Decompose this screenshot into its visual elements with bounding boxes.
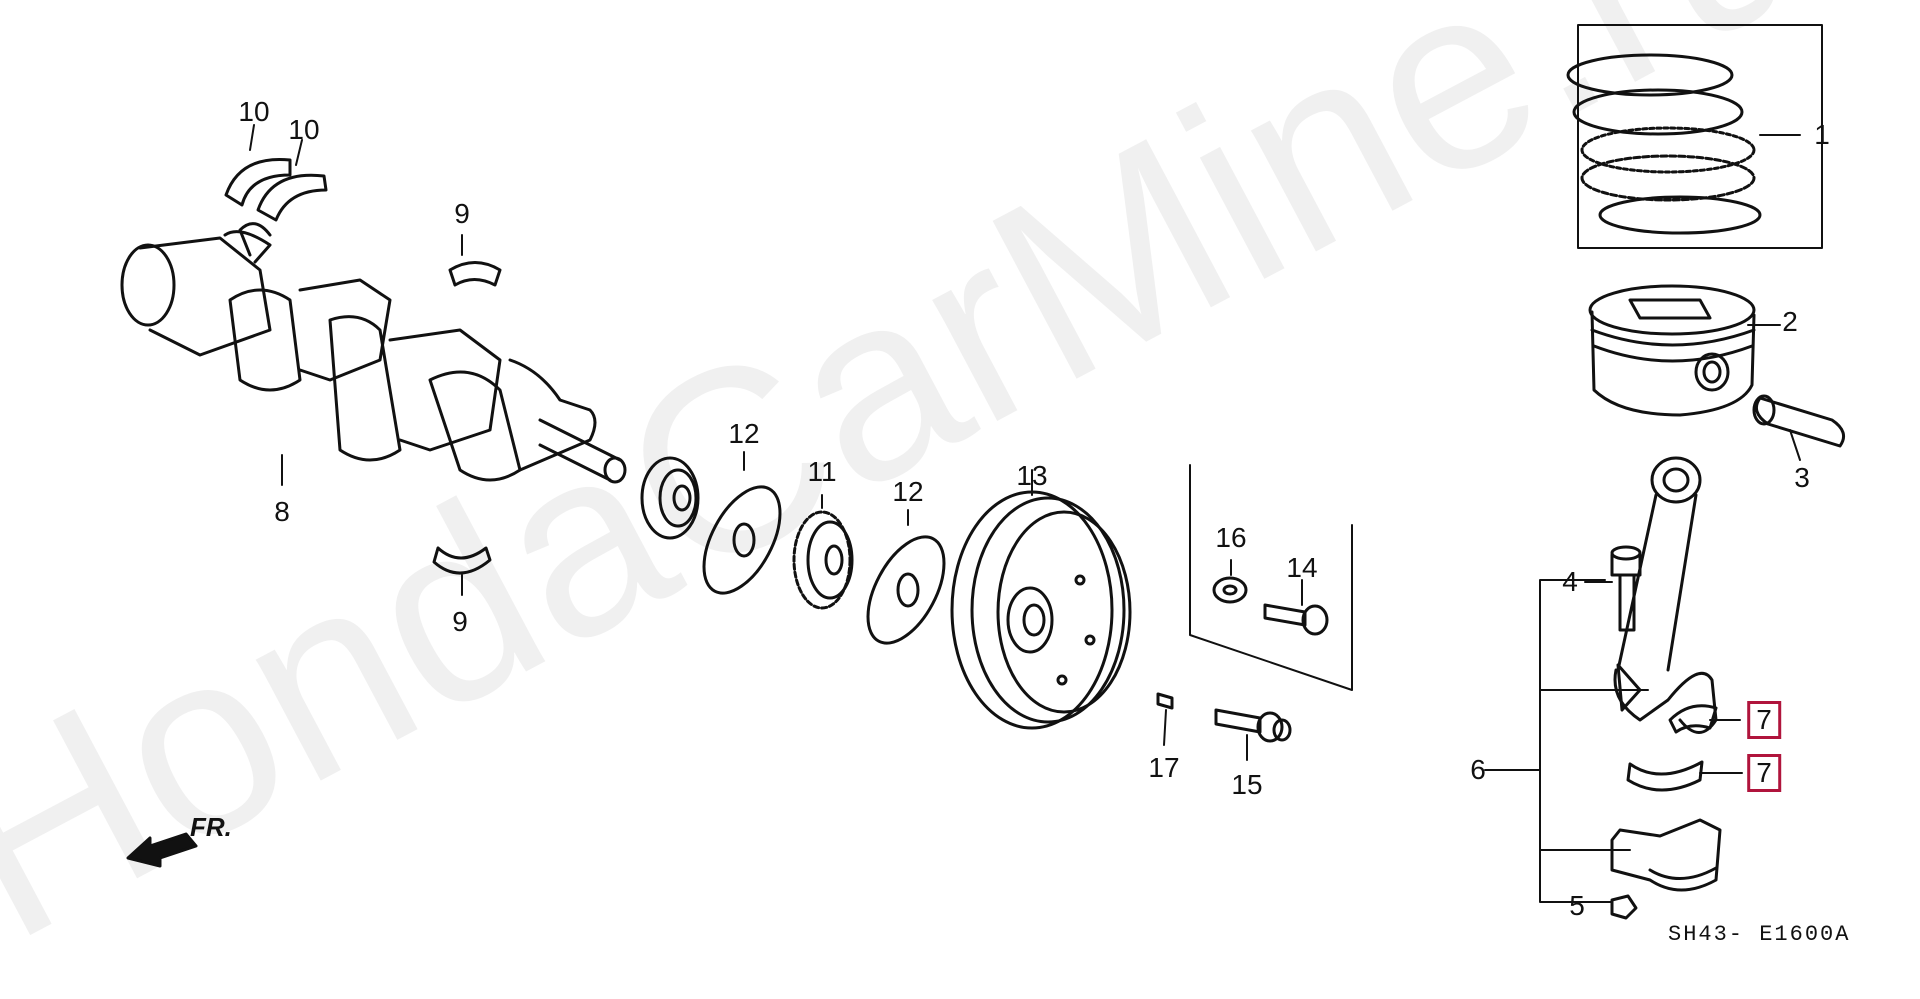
crankshaft-pulley[interactable] [950,490,1132,730]
callout-7-lower-highlighted[interactable]: 7 [1747,754,1781,792]
callout-7-upper-highlighted[interactable]: 7 [1747,701,1781,739]
callout-11[interactable]: 11 [807,456,837,487]
callout-10-left[interactable]: 10 [238,96,270,127]
rod-nut[interactable] [1610,894,1638,920]
callout-8[interactable]: 8 [274,496,290,527]
piston-pin[interactable] [1752,394,1846,448]
callout-9-upper[interactable]: 9 [454,198,470,229]
flange-bolt[interactable] [1214,708,1292,743]
callout-12-right[interactable]: 12 [892,476,924,507]
callout-15[interactable]: 15 [1231,769,1263,800]
callout-17[interactable]: 17 [1148,752,1180,783]
rod-bolt[interactable] [1610,545,1642,632]
callout-2[interactable]: 2 [1782,306,1798,337]
rod-cap[interactable] [1610,818,1722,892]
oil-seal[interactable] [640,456,700,540]
front-direction-arrow [126,832,198,868]
callout-1[interactable]: 1 [1814,119,1830,150]
main-bearing-lower[interactable] [432,546,492,575]
diagram-code: SH43- E1600A [1668,922,1851,947]
callout-4[interactable]: 4 [1562,566,1578,597]
timing-belt-drive-pulley[interactable] [792,510,854,610]
callout-12-left[interactable]: 12 [728,418,760,449]
rod-bearing-upper[interactable] [1668,704,1718,734]
callout-10-right[interactable]: 10 [288,114,320,145]
callout-16[interactable]: 16 [1215,522,1247,553]
crank-pulley-guide-plate-rear[interactable] [688,475,795,606]
thrust-washer-pair[interactable] [224,157,328,222]
crank-pulley-guide-plate-front[interactable] [852,525,959,656]
piston[interactable] [1588,284,1756,417]
crankshaft[interactable] [120,222,627,484]
front-direction-label: FR. [190,812,232,842]
callout-5[interactable]: 5 [1569,890,1585,921]
pulley-bolt[interactable] [1263,603,1329,636]
piston-ring-set[interactable] [1566,24,1823,249]
connecting-rod[interactable] [1613,456,1718,734]
diagram-drawing [120,24,1846,920]
main-bearing-upper[interactable] [448,261,502,287]
callout-3[interactable]: 3 [1794,462,1810,493]
callout-6[interactable]: 6 [1470,754,1486,785]
pulley-washer[interactable] [1212,576,1248,604]
callout-13[interactable]: 13 [1016,460,1048,491]
rod-bearing-lower[interactable] [1626,760,1704,792]
callout-9-lower[interactable]: 9 [452,606,468,637]
woodruff-key[interactable] [1156,692,1174,710]
callout-14[interactable]: 14 [1286,552,1318,583]
parts-diagram: HondaCarMine.ru [0,0,1851,995]
